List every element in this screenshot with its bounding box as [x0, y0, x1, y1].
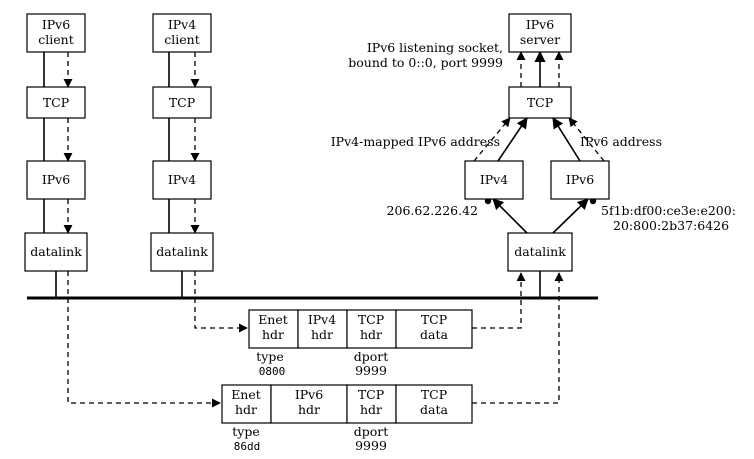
ipv6-server-label-2: server: [520, 32, 560, 47]
ipv6-frame-tcp-hdr-cell: [346, 384, 397, 424]
ipv4-frame-ip-cell: [297, 309, 348, 349]
server-datalink-box: [507, 232, 573, 272]
ipv6-frame-to-server-path: [472, 272, 564, 404]
server-datalink-label: datalink: [514, 244, 566, 259]
ipv4-client-datalink-box: [150, 232, 214, 272]
ipv6-frame-tcp-hdr-label-2: hdr: [360, 402, 382, 417]
ipv6-frame-tcp-data-label-2: data: [420, 402, 448, 417]
ipv6-client-frame-path: [67, 271, 221, 408]
ipv4-frame-dport-label: dport: [354, 349, 389, 364]
ipv6-client-tcp-box: [26, 86, 86, 119]
server-tcp-box: [508, 86, 572, 119]
ipv6-frame-ip-label-1: IPv6: [295, 387, 323, 402]
ipv6-frame-tcp-data-label-1: TCP: [421, 387, 447, 402]
ipv4-frame-ip-label-2: hdr: [311, 327, 333, 342]
ipv4-frame-type-label: type: [256, 349, 283, 364]
ipv6-frame-enet-cell: [221, 384, 272, 424]
ipv6-frame-ip-label-2: hdr: [298, 402, 320, 417]
ipv4-frame-tcp-data-label-1: TCP: [421, 312, 447, 327]
ipv4-client-label-1: IPv4: [168, 17, 196, 32]
server-stack: IPv6 server TCP IPv4 IPv6 datalink: [464, 13, 610, 272]
server-ipv4-to-tcp-solid: [497, 117, 528, 162]
ipv4-client-ip-box: [152, 160, 212, 200]
ipv4-client-ip-label: IPv4: [168, 172, 196, 187]
ipv4-frame-to-server-path: [472, 272, 526, 329]
ipv4-frame-enet-cell: [248, 309, 299, 349]
ipv6-client-label-1: IPv6: [42, 17, 70, 32]
ipv6-frame-type-value: 86dd: [234, 440, 261, 453]
ipv4-frame-tcp-data-label-2: data: [420, 327, 448, 342]
server-tcp-label: TCP: [527, 95, 553, 110]
ipv4-client-tcp-box: [152, 86, 212, 119]
ipv6-address-value-1: 5f1b:df00:ce3e:e200:: [601, 203, 736, 218]
ipv6-frame: Enet hdr IPv6 hdr TCP hdr TCP data type …: [221, 384, 473, 453]
ipv6-client-tcp-label: TCP: [43, 95, 69, 110]
ipv4-client-label-2: client: [164, 32, 199, 47]
ipv4-client-tcp-label: TCP: [169, 95, 195, 110]
ipv6-address-note: IPv6 address: [580, 134, 662, 149]
server-annotations: IPv6 listening socket, bound to 0::0, po…: [331, 40, 736, 233]
ipv4-client-frame-path: [194, 271, 248, 333]
ipv6-client-datalink-box: [24, 232, 88, 272]
ipv6-server-box: [508, 13, 572, 53]
ipv4-address-value: 206.62.226.42: [387, 203, 478, 218]
ipv4-frame-tcp-hdr-label-1: TCP: [358, 312, 384, 327]
ipv6-client-datalink-label: datalink: [30, 244, 82, 259]
server-ipv6-to-tcp-solid: [552, 117, 581, 162]
server-ipv4-box: [464, 160, 524, 200]
ipv4-frame-tcp-hdr-label-2: hdr: [360, 327, 382, 342]
ipv6-client-ip-box: [26, 160, 86, 200]
ipv6-address-value-2: 20:800:2b37:6426: [613, 218, 729, 233]
server-ipv6-box: [550, 160, 610, 200]
ipv4-frame-type-value: 0800: [259, 365, 286, 378]
ipv4-client-box: [152, 13, 212, 53]
ipv6-client-label-2: client: [38, 32, 73, 47]
ipv4-frame: Enet hdr IPv4 hdr TCP hdr TCP data type …: [248, 309, 473, 378]
ipv6-frame-ip-cell: [270, 384, 348, 424]
ipv6-frame-enet-label-2: hdr: [235, 402, 257, 417]
ipv6-frame-dport-value: 9999: [355, 438, 387, 453]
server-ipv6-label: IPv6: [566, 172, 594, 187]
connections: [43, 50, 605, 408]
server-ipv6-to-tcp-dash: [568, 117, 605, 162]
ipv6-frame-enet-label-1: Enet: [231, 387, 261, 402]
ipv4-frame-enet-label-2: hdr: [262, 327, 284, 342]
server-ipv4-to-tcp-dash: [473, 117, 511, 162]
ipv6-server-label-1: IPv6: [526, 17, 554, 32]
ipv4-frame-ip-label-1: IPv4: [308, 312, 336, 327]
ipv6-frame-type-label: type: [232, 424, 259, 439]
ipv4-frame-tcp-data-cell: [395, 309, 473, 349]
listening-socket-note-2: bound to 0::0, port 9999: [348, 55, 503, 70]
ipv4-frame-dport-value: 9999: [355, 363, 387, 378]
ipv4-frame-enet-label-1: Enet: [258, 312, 288, 327]
ipv6-frame-tcp-data-cell: [395, 384, 473, 424]
ipv6-frame-tcp-hdr-label-1: TCP: [358, 387, 384, 402]
server-datalink-to-ipv6: [552, 198, 589, 234]
ipv6-client-stack: IPv6 client TCP IPv6 datalink: [24, 13, 88, 272]
server-datalink-to-ipv4: [492, 198, 528, 234]
ipv4-mapped-address-note: IPv4-mapped IPv6 address: [331, 134, 500, 149]
ipv6-client-ip-label: IPv6: [42, 172, 70, 187]
ipv4-client-datalink-label: datalink: [156, 244, 208, 259]
ipv4-client-stack: IPv4 client TCP IPv4 datalink: [150, 13, 214, 272]
ipv6-frame-dport-label: dport: [354, 424, 389, 439]
ipv6-client-box: [26, 13, 86, 53]
ipv4-frame-tcp-hdr-cell: [346, 309, 397, 349]
listening-socket-note-1: IPv6 listening socket,: [367, 40, 503, 55]
server-ipv4-label: IPv4: [480, 172, 508, 187]
